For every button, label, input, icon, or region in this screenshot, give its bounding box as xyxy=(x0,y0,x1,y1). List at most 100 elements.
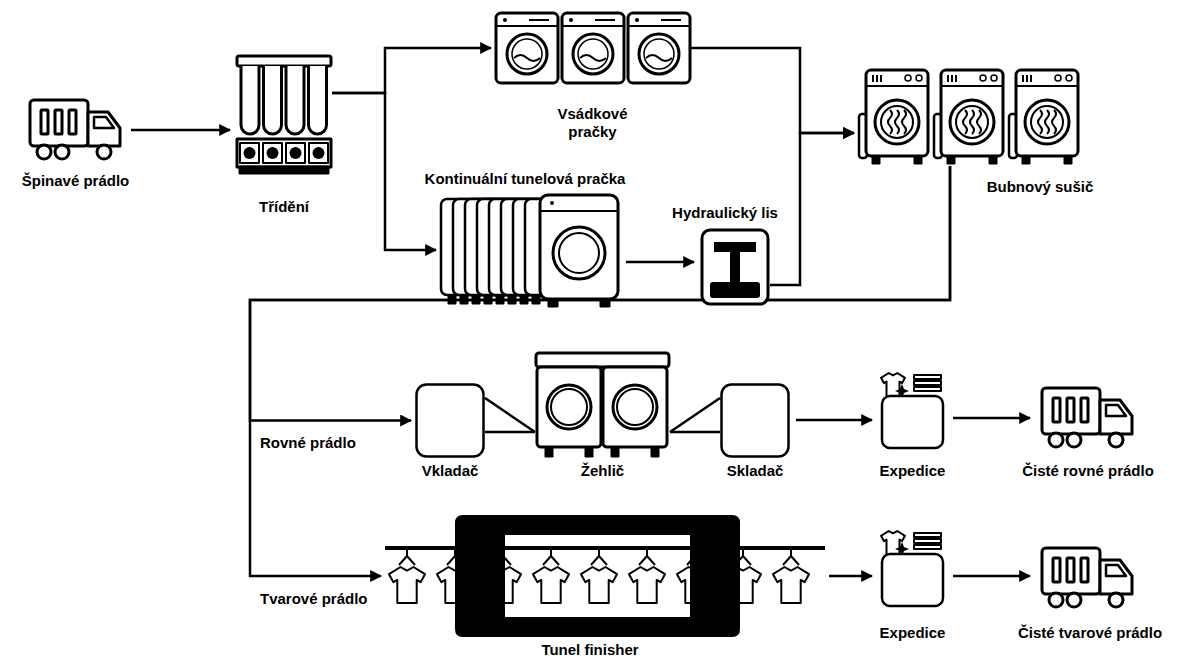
dispatch-icon xyxy=(882,554,943,606)
dryer-icon xyxy=(880,75,882,82)
truck-icon xyxy=(69,110,76,134)
dryer-icon xyxy=(1022,75,1024,82)
tunnel-washer-icon xyxy=(508,295,516,304)
ironer-icon xyxy=(651,447,659,457)
dryer-icon xyxy=(1026,75,1028,82)
feed-line xyxy=(670,398,720,432)
washer-icon xyxy=(496,25,558,27)
dryer-icon xyxy=(875,100,919,144)
tunnel-finisher-icon xyxy=(629,567,665,603)
dryer-icon xyxy=(950,100,994,144)
press-icon xyxy=(702,230,768,304)
dryer-icon xyxy=(980,75,986,81)
sorter-icon xyxy=(286,143,305,163)
tunnel-washer-icon xyxy=(496,295,504,304)
node-label: Expedice xyxy=(880,462,946,480)
dispatch-icon xyxy=(914,387,941,391)
truck-group xyxy=(30,100,120,159)
dryer-icon xyxy=(866,85,928,87)
dryer-icon xyxy=(876,75,878,82)
expedice-illustration xyxy=(880,372,945,450)
sorter-icon xyxy=(263,143,282,163)
tunnel-washer-icon xyxy=(460,295,468,304)
washer-icon xyxy=(503,18,507,22)
dispatch-icon xyxy=(914,381,941,385)
washer-icon xyxy=(529,19,549,21)
flow-arrow xyxy=(953,575,1030,578)
truck-icon xyxy=(1100,400,1132,434)
sorter-group xyxy=(237,56,331,173)
dryer-icon xyxy=(914,156,922,164)
truck-node: Čisté rovné prádlo xyxy=(1040,386,1135,450)
flow-arrow xyxy=(131,129,230,132)
dryer-icon xyxy=(1016,85,1078,87)
truck-icon xyxy=(1042,388,1100,434)
truck-icon xyxy=(41,110,48,134)
dryer-icon xyxy=(956,106,988,138)
ironer-node: Žehlič xyxy=(535,352,670,458)
ironer-icon xyxy=(611,447,619,457)
truck-illustration xyxy=(1040,546,1135,610)
node-label: Třídění xyxy=(259,198,309,216)
box-node: Skladač xyxy=(720,383,790,458)
node-label: Skladač xyxy=(727,462,784,480)
truck-icon xyxy=(1081,398,1088,422)
truck-icon xyxy=(97,145,111,159)
node-label: Kontinuální tunelová pračka xyxy=(425,170,626,188)
truck-icon xyxy=(1109,593,1123,607)
tunnel-washer-icon xyxy=(448,295,456,304)
washer-icon xyxy=(496,13,558,83)
washer-icon xyxy=(507,34,547,74)
truck-icon xyxy=(1067,433,1081,447)
sorter-icon xyxy=(290,147,302,159)
tunnel-washer-icon xyxy=(472,295,480,304)
truck-icon xyxy=(94,117,114,128)
dryer-icon xyxy=(951,75,953,82)
dryers-group xyxy=(859,70,1078,164)
tunnel-washer-icon xyxy=(548,299,558,307)
tunnel-washer-icon xyxy=(520,295,528,304)
press-node: Hydraulický lis xyxy=(700,228,770,306)
washer-icon xyxy=(512,39,542,69)
tunnel-washer-icon xyxy=(532,295,540,304)
flow-arrow xyxy=(332,93,436,250)
truck-icon xyxy=(88,112,120,146)
dryer-icon xyxy=(947,75,949,82)
truck-icon xyxy=(1081,558,1088,582)
tunnel-finisher-icon xyxy=(389,567,425,603)
flow-arrow xyxy=(690,48,854,133)
washer-icon xyxy=(628,25,690,27)
node-label: Čisté tvarové prádlo xyxy=(1018,624,1162,642)
press-icon xyxy=(730,252,740,282)
flow-arrow xyxy=(485,431,535,434)
node-label: Vsádkové pračky xyxy=(538,105,648,141)
washer-icon xyxy=(639,34,679,74)
truck-icon xyxy=(37,145,51,159)
node-label: Tunel finisher xyxy=(541,641,638,659)
press-icon xyxy=(710,282,760,298)
washer-icon xyxy=(562,25,624,27)
machine-box xyxy=(417,385,484,457)
ironer-icon xyxy=(617,389,653,425)
sorter-icon xyxy=(244,147,256,159)
dryer-icon xyxy=(989,156,997,164)
ironer-icon xyxy=(536,353,669,367)
tunnel-washer-icon xyxy=(550,201,554,205)
sorter-icon xyxy=(241,66,259,134)
dryer-icon xyxy=(902,110,906,134)
sorter-icon xyxy=(237,139,331,167)
ironer-icon xyxy=(537,367,601,447)
box-group xyxy=(722,385,789,457)
tunnel-washer-icon xyxy=(600,299,610,307)
flow-arrow xyxy=(796,419,872,422)
tunnel-finisher-icon xyxy=(591,550,607,565)
ironer-icon xyxy=(551,389,587,425)
washer-icon xyxy=(635,18,639,22)
tunnel-node: Kontinuální tunelová pračka xyxy=(440,193,620,308)
washer-icon xyxy=(578,39,608,69)
dryer-icon xyxy=(1066,75,1072,81)
sorter-icon xyxy=(286,66,304,134)
tunnel-washer-icon xyxy=(553,227,605,279)
tunnel-finisher-icon xyxy=(581,567,617,603)
